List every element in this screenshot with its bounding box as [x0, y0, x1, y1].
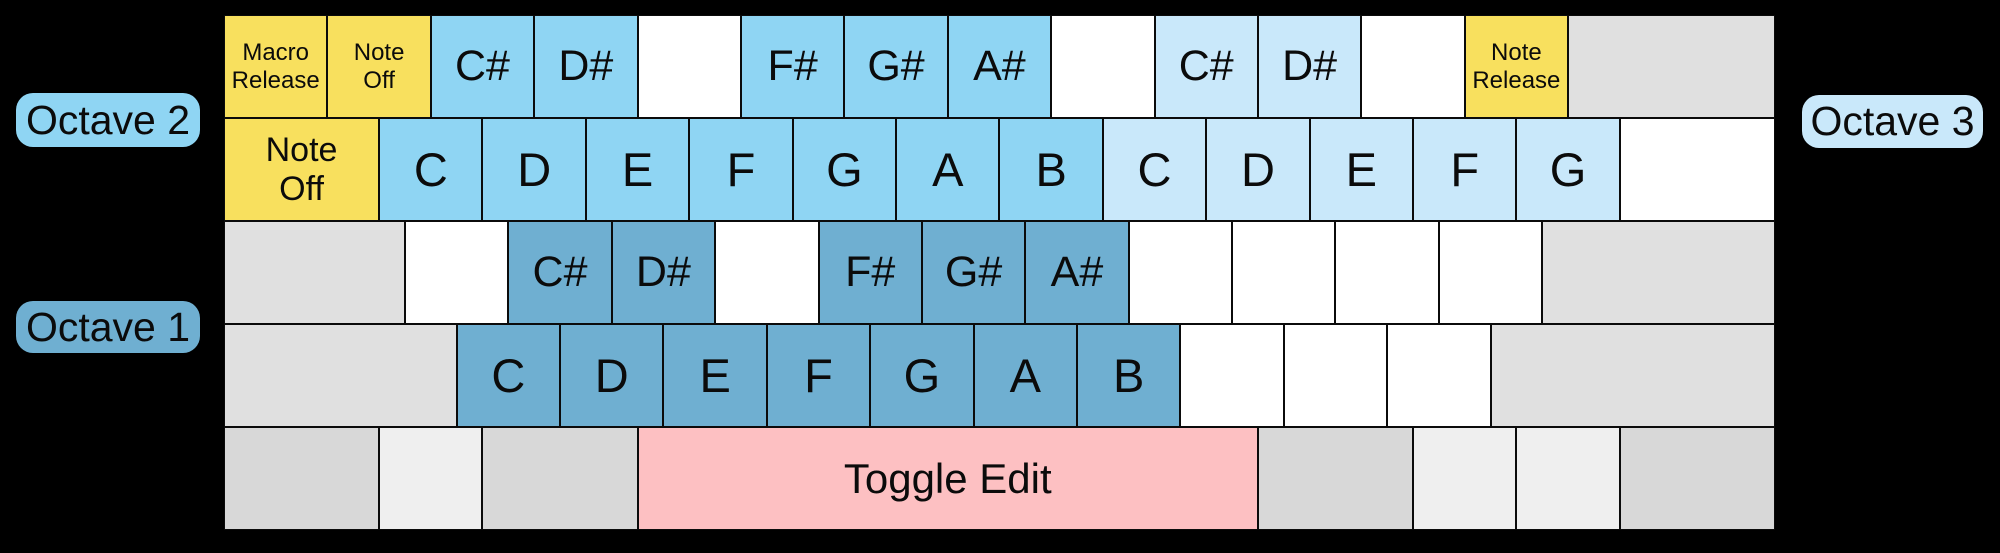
key-note-off-tab: Note Off: [224, 118, 380, 221]
keyboard-row-5: Toggle Edit: [224, 427, 1775, 530]
key-b-octave1: B: [1076, 324, 1181, 427]
key-unused-lalt: [482, 427, 638, 530]
key-d-octave1: D: [560, 324, 664, 427]
key-dsharp-octave1: D#: [611, 221, 716, 324]
key-c-octave1: C: [456, 324, 561, 427]
key-unused-lctrl: [224, 427, 380, 530]
key-unused-lshift: [224, 324, 457, 427]
key-toggle-edit-space: Toggle Edit: [637, 427, 1258, 530]
key-unmapped: [1232, 221, 1336, 324]
key-unused-rctrl: [1619, 427, 1775, 530]
key-e-octave1: E: [663, 324, 767, 427]
key-note-off-top: Note Off: [327, 15, 431, 118]
key-unused-ralt: [1257, 427, 1414, 530]
keyboard-row-3: C#D# F#G#A#: [224, 221, 1775, 324]
key-a-octave2: A: [896, 118, 1000, 221]
key-unmapped: [1335, 221, 1439, 324]
key-g-octave1: G: [870, 324, 974, 427]
key-d-octave2: D: [482, 118, 586, 221]
key-asharp-octave2: A#: [947, 15, 1052, 118]
key-unused-rmeta: [1413, 427, 1517, 530]
key-unmapped: [1128, 221, 1233, 324]
key-e-octave2: E: [585, 118, 690, 221]
key-unmapped: [1361, 15, 1465, 118]
key-c-octave3: C: [1102, 118, 1207, 221]
key-c-octave2: C: [379, 118, 483, 221]
key-gsharp-octave1: G#: [921, 221, 1026, 324]
key-unused-menu: [1516, 427, 1620, 530]
key-unused-capslock: [224, 221, 405, 324]
key-unused-lmeta: [379, 427, 483, 530]
key-f-octave2: F: [689, 118, 793, 221]
key-unmapped: [1387, 324, 1491, 427]
key-unmapped: [1619, 118, 1775, 221]
octave-3-label: Octave 3: [1802, 95, 1983, 148]
key-csharp-octave2: C#: [430, 15, 535, 118]
key-g-octave2: G: [792, 118, 897, 221]
key-dsharp-octave2: D#: [534, 15, 638, 118]
key-d-octave3: D: [1206, 118, 1310, 221]
key-g-octave3: G: [1516, 118, 1620, 221]
octave-2-label: Octave 2: [16, 93, 200, 147]
key-unmapped: [1051, 15, 1155, 118]
key-asharp-octave1: A#: [1025, 221, 1129, 324]
key-f-octave3: F: [1413, 118, 1517, 221]
key-fsharp-octave1: F#: [818, 221, 922, 324]
key-unmapped: [715, 221, 819, 324]
key-unused-enter: [1542, 221, 1775, 324]
key-unmapped: [404, 221, 509, 324]
key-dsharp-octave3: D#: [1257, 15, 1362, 118]
key-csharp-octave1: C#: [508, 221, 612, 324]
key-unused-backspace: [1568, 15, 1775, 118]
key-unmapped: [1283, 324, 1388, 427]
key-unused-rshift: [1490, 324, 1775, 427]
key-b-octave2: B: [999, 118, 1103, 221]
key-e-octave3: E: [1309, 118, 1413, 221]
key-macro-release: Macro Release: [224, 15, 328, 118]
key-a-octave1: A: [973, 324, 1077, 427]
key-gsharp-octave2: G#: [844, 15, 948, 118]
key-note-release: Note Release: [1464, 15, 1569, 118]
key-csharp-octave3: C#: [1154, 15, 1258, 118]
key-unmapped: [1438, 221, 1543, 324]
key-f-octave1: F: [766, 324, 871, 427]
key-unmapped: [1180, 324, 1284, 427]
key-fsharp-octave2: F#: [740, 15, 845, 118]
key-unmapped: [637, 15, 741, 118]
octave-1-label: Octave 1: [16, 301, 200, 353]
